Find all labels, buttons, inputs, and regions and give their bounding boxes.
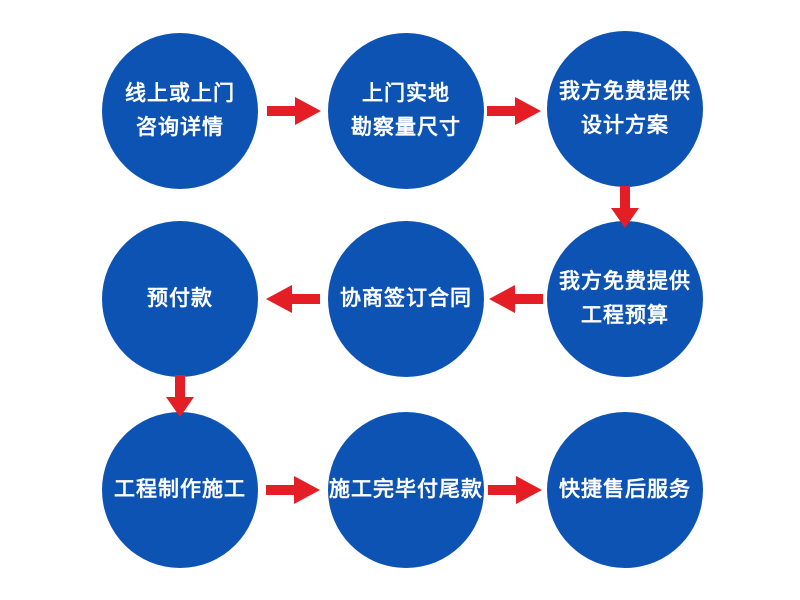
node-label-line: 我方免费提供 (559, 80, 691, 103)
node-label-line: 我方免费提供 (559, 270, 691, 293)
node-label-line: 工程制作施工 (114, 478, 246, 501)
flow-node-design: 我方免费提供 设计方案 (547, 31, 703, 187)
arrow-right-icon (266, 475, 320, 505)
node-label-line: 施工完毕付尾款 (329, 478, 483, 501)
arrow-left-icon (266, 284, 320, 314)
arrow-right-icon (487, 96, 541, 126)
node-label-line: 上门实地 (362, 82, 450, 105)
arrow-down-icon (165, 375, 195, 417)
node-label-line: 协商签订合同 (340, 287, 472, 310)
flow-node-prepay: 预付款 (102, 221, 258, 377)
node-label-line: 勘察量尺寸 (351, 116, 461, 139)
node-label-line: 设计方案 (581, 114, 669, 137)
node-label-line: 工程预算 (581, 304, 669, 327)
flow-node-after-sales: 快捷售后服务 (547, 412, 703, 568)
arrow-right-icon (267, 96, 321, 126)
node-label-line: 快捷售后服务 (559, 478, 691, 501)
flow-node-consult: 线上或上门 咨询详情 (102, 33, 258, 189)
node-label-line: 线上或上门 (125, 82, 235, 105)
arrow-left-icon (489, 284, 543, 314)
flow-node-budget: 我方免费提供 工程预算 (547, 221, 703, 377)
flow-node-final-payment: 施工完毕付尾款 (328, 412, 484, 568)
node-label-line: 咨询详情 (136, 116, 224, 139)
flow-node-contract: 协商签订合同 (328, 221, 484, 377)
arrow-down-icon (610, 186, 640, 228)
flow-node-survey: 上门实地 勘察量尺寸 (328, 33, 484, 189)
flow-node-construction: 工程制作施工 (102, 412, 258, 568)
node-label-line: 预付款 (147, 287, 213, 310)
arrow-right-icon (488, 475, 542, 505)
